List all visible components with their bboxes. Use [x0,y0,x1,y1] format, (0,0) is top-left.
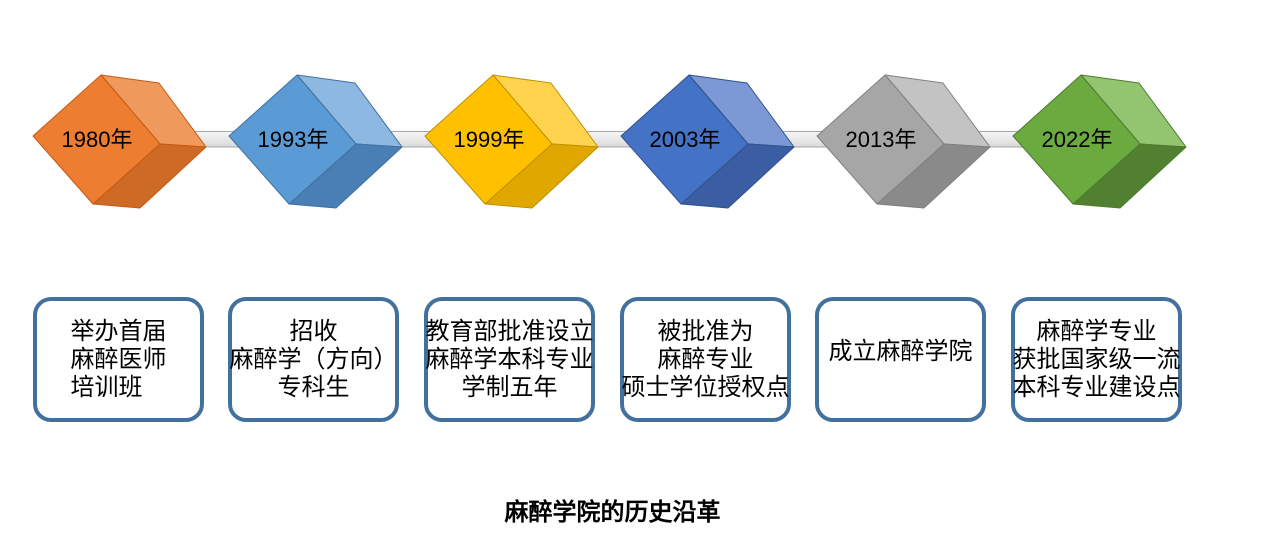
milestone-cube-6: 2022年 [1012,74,1187,209]
year-label: 1993年 [258,127,329,152]
timeline-graphic: 1980年 1993年 1999年 2003年 2013年 [32,74,1187,209]
milestone-text: 招收 麻醉学（方向） 专科生 [229,317,398,401]
year-label: 1999年 [454,127,525,152]
year-label: 2022年 [1042,127,1113,152]
cube-front-face [816,74,945,205]
year-label: 1980年 [62,127,133,152]
milestone-text: 被批准为 麻醉专业 硕士学位授权点 [621,317,790,401]
milestone-text: 麻醉学专业 获批国家级一流 本科专业建设点 [1012,317,1181,401]
milestone-cube-5: 2013年 [816,74,991,209]
milestone-box-1: 举办首届 麻醉医师 培训班 [33,297,204,422]
year-label: 2003年 [650,127,721,152]
milestone-cube-2: 1993年 [228,74,403,209]
milestone-box-2: 招收 麻醉学（方向） 专科生 [228,297,399,422]
milestone-cube-1: 1980年 [32,74,207,209]
milestone-text: 成立麻醉学院 [828,337,973,365]
cube-front-face [424,74,553,205]
milestone-text: 教育部批准设立 麻醉学本科专业 学制五年 [425,317,594,401]
milestone-box-6: 麻醉学专业 获批国家级一流 本科专业建设点 [1011,297,1182,422]
page-title: 麻醉学院的历史沿革 [504,499,721,526]
milestone-box-3: 教育部批准设立 麻醉学本科专业 学制五年 [424,297,595,422]
cube-front-face [32,74,161,205]
cube-front-face [620,74,749,205]
cube-front-face [1012,74,1141,205]
milestone-box-4: 被批准为 麻醉专业 硕士学位授权点 [620,297,791,422]
year-label: 2013年 [846,127,917,152]
milestone-box-5: 成立麻醉学院 [815,297,986,422]
milestone-cube-3: 1999年 [424,74,599,209]
milestone-cube-4: 2003年 [620,74,795,209]
milestone-text: 举办首届 麻醉医师 培训班 [70,317,167,401]
cube-front-face [228,74,357,205]
